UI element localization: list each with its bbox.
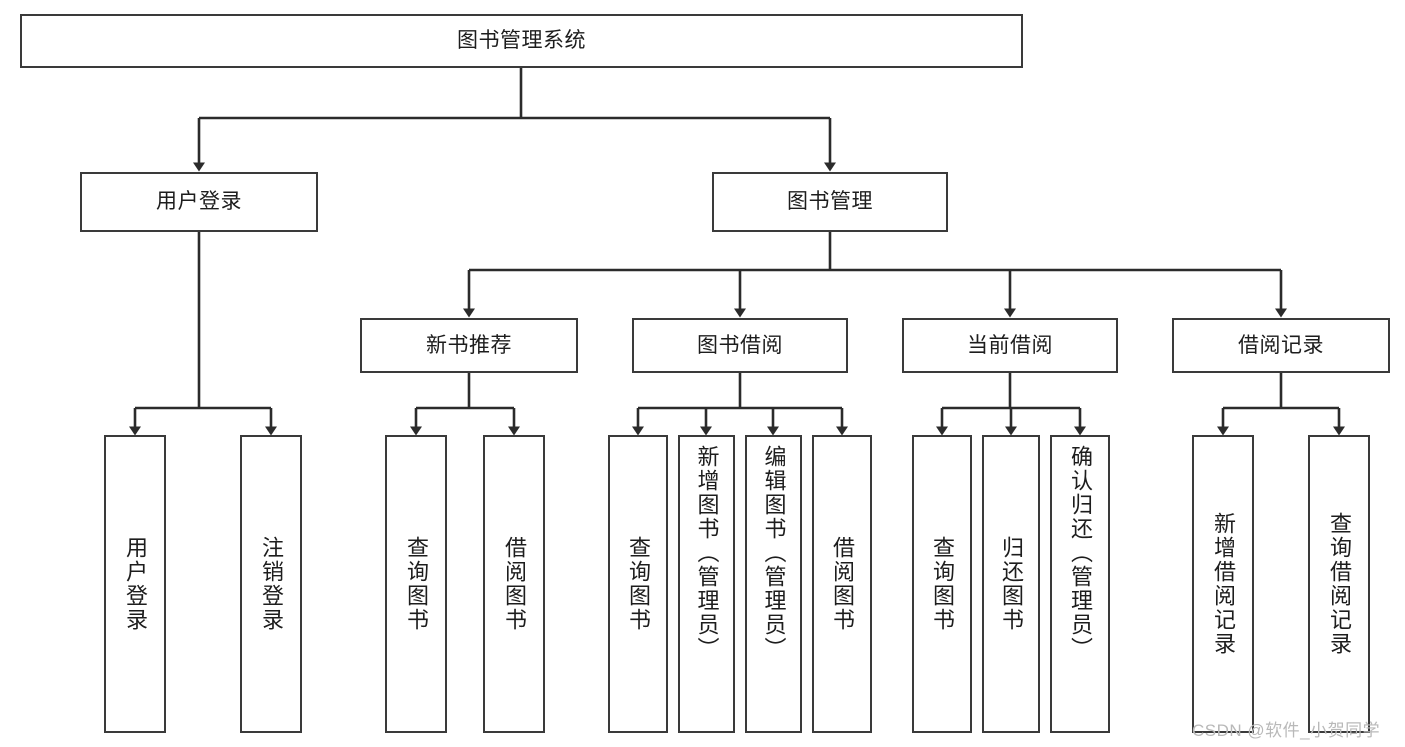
- leaf-borrow-add-book-label: 新增图书（管理员）: [694, 445, 720, 661]
- leaf-new-books-query-label: 查询图书: [403, 536, 429, 632]
- node-book-management-label: 图书管理: [787, 190, 873, 214]
- node-root-label: 图书管理系统: [457, 29, 586, 53]
- leaf-user-login[interactable]: 用户登录: [104, 435, 166, 733]
- leaf-current-confirm-return-label: 确认归还（管理员）: [1067, 445, 1093, 661]
- node-current-borrowing[interactable]: 当前借阅: [902, 318, 1118, 373]
- leaf-new-books-borrow-label: 借阅图书: [501, 536, 527, 632]
- leaf-current-return[interactable]: 归还图书: [982, 435, 1040, 733]
- leaf-borrow-query[interactable]: 查询图书: [608, 435, 668, 733]
- leaf-borrow-lend-book-label: 借阅图书: [829, 536, 855, 632]
- node-book-management[interactable]: 图书管理: [712, 172, 948, 232]
- leaf-new-books-query[interactable]: 查询图书: [385, 435, 447, 733]
- leaf-borrow-query-label: 查询图书: [625, 536, 651, 632]
- leaf-borrow-lend-book[interactable]: 借阅图书: [812, 435, 872, 733]
- leaf-current-confirm-return[interactable]: 确认归还（管理员）: [1050, 435, 1110, 733]
- leaf-current-query-label: 查询图书: [929, 536, 955, 632]
- leaf-current-return-label: 归还图书: [998, 536, 1024, 632]
- node-user-login-label: 用户登录: [156, 190, 242, 214]
- leaf-records-query[interactable]: 查询借阅记录: [1308, 435, 1370, 733]
- leaf-records-add[interactable]: 新增借阅记录: [1192, 435, 1254, 733]
- leaf-records-query-label: 查询借阅记录: [1326, 512, 1352, 656]
- leaf-borrow-add-book[interactable]: 新增图书（管理员）: [678, 435, 735, 733]
- node-new-book-recommendation[interactable]: 新书推荐: [360, 318, 578, 373]
- leaf-user-login-label: 用户登录: [122, 536, 148, 632]
- node-current-borrowing-label: 当前借阅: [967, 333, 1053, 357]
- leaf-borrow-edit-book[interactable]: 编辑图书（管理员）: [745, 435, 802, 733]
- node-book-borrowing-label: 图书借阅: [697, 333, 783, 357]
- node-borrowing-records-label: 借阅记录: [1238, 333, 1324, 357]
- leaf-records-add-label: 新增借阅记录: [1210, 512, 1236, 656]
- leaf-new-books-borrow[interactable]: 借阅图书: [483, 435, 545, 733]
- node-new-book-recommendation-label: 新书推荐: [426, 333, 512, 357]
- node-borrowing-records[interactable]: 借阅记录: [1172, 318, 1390, 373]
- node-user-login[interactable]: 用户登录: [80, 172, 318, 232]
- node-book-borrowing[interactable]: 图书借阅: [632, 318, 848, 373]
- csdn-watermark: CSDN @软件_小贺同学: [1192, 721, 1381, 740]
- leaf-current-query[interactable]: 查询图书: [912, 435, 972, 733]
- leaf-borrow-edit-book-label: 编辑图书（管理员）: [761, 445, 787, 661]
- node-root[interactable]: 图书管理系统: [20, 14, 1023, 68]
- leaf-user-logout[interactable]: 注销登录: [240, 435, 302, 733]
- leaf-user-logout-label: 注销登录: [258, 536, 284, 632]
